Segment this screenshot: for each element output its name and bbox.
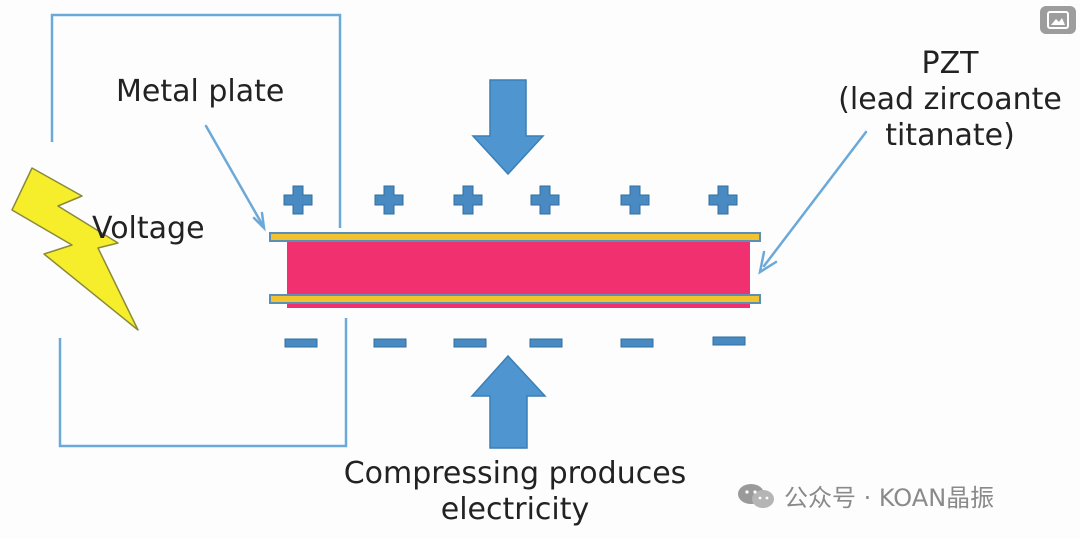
caption-line-2: electricity [440, 492, 590, 527]
metal-plate-bottom [269, 294, 761, 304]
compression-arrow-down [471, 79, 545, 176]
lightning-bolt [11, 167, 139, 331]
negative-charge [712, 336, 746, 346]
positive-charge [453, 185, 483, 215]
negative-charge [453, 338, 487, 348]
leader-lines [204, 124, 868, 275]
positive-charges [283, 185, 738, 215]
pzt-label-line-2: (lead zircoante [838, 82, 1062, 117]
negative-charge [529, 338, 563, 348]
positive-charge [374, 185, 404, 215]
image-icon[interactable] [1040, 6, 1076, 34]
positive-charge [283, 185, 313, 215]
negative-charge [620, 338, 654, 348]
metal-plate-label: Metal plate [116, 74, 285, 109]
positive-charge [620, 185, 650, 215]
image-glyph-icon [1047, 11, 1069, 29]
metal-plate-pointer [204, 124, 264, 226]
negative-charges [284, 336, 746, 348]
metal-plate-top [269, 232, 761, 242]
circuit-wire-bottom [58, 318, 348, 448]
caption-line-1: Compressing produces [343, 456, 687, 491]
metal-plate-pointer-head [252, 211, 266, 232]
voltage-label: Voltage [92, 211, 205, 246]
circuit-wire-top [50, 13, 342, 228]
wechat-icon [738, 483, 774, 508]
pzt-label-line-3: titanate) [885, 118, 1015, 153]
compression-arrow-up [470, 354, 547, 449]
caption: Compressing produces electricity [335, 456, 695, 528]
pzt-pointer [762, 130, 868, 268]
watermark: 公众号 · KOAN晶振 [736, 478, 994, 513]
positive-charge [708, 185, 738, 215]
pzt-pointer-head [758, 250, 778, 275]
negative-charge [373, 338, 407, 348]
pzt-label: PZT (lead zircoante titanate) [836, 46, 1064, 154]
positive-charge [530, 185, 560, 215]
watermark-text: 公众号 · KOAN晶振 [784, 484, 995, 512]
pzt-label-line-1: PZT [921, 46, 979, 81]
negative-charge [284, 338, 318, 348]
